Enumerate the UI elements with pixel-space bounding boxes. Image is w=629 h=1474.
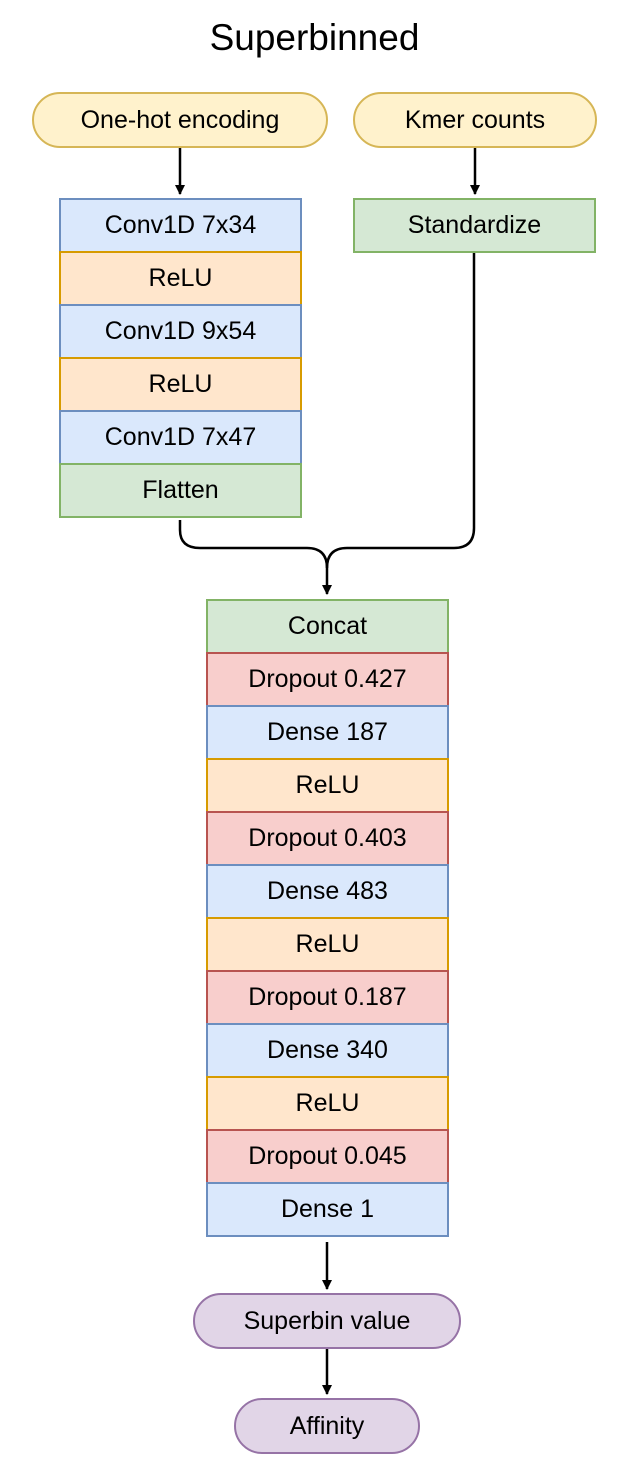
arrow-standardize-to-concat [325,253,476,569]
layer-relu-5: ReLU [206,1076,449,1131]
layer-standardize: Standardize [353,198,596,253]
layer-conv1d-2: Conv1D 9x54 [59,304,302,359]
layer-conv1d-3: Conv1D 7x47 [59,410,302,465]
conv-branch-stack: Conv1D 7x34 ReLU Conv1D 9x54 ReLU Conv1D… [59,198,302,518]
layer-dropout-2: Dropout 0.403 [206,811,449,866]
output-affinity: Affinity [234,1398,420,1454]
dense-stack: Concat Dropout 0.427 Dense 187 ReLU Drop… [206,599,449,1237]
output-superbin-value: Superbin value [193,1293,461,1349]
layer-concat: Concat [206,599,449,654]
kmer-branch-stack: Standardize [353,198,596,253]
layer-relu-4: ReLU [206,917,449,972]
arrow-flatten-to-concat [178,520,332,595]
input-onehot-encoding: One-hot encoding [32,92,328,148]
diagram-title: Superbinned [209,17,420,58]
input-kmer-counts: Kmer counts [353,92,597,148]
layer-flatten: Flatten [59,463,302,518]
layer-relu-2: ReLU [59,357,302,412]
layer-dropout-1: Dropout 0.427 [206,652,449,707]
layer-dropout-3: Dropout 0.187 [206,970,449,1025]
layer-dropout-4: Dropout 0.045 [206,1129,449,1184]
layer-dense-4: Dense 1 [206,1182,449,1237]
